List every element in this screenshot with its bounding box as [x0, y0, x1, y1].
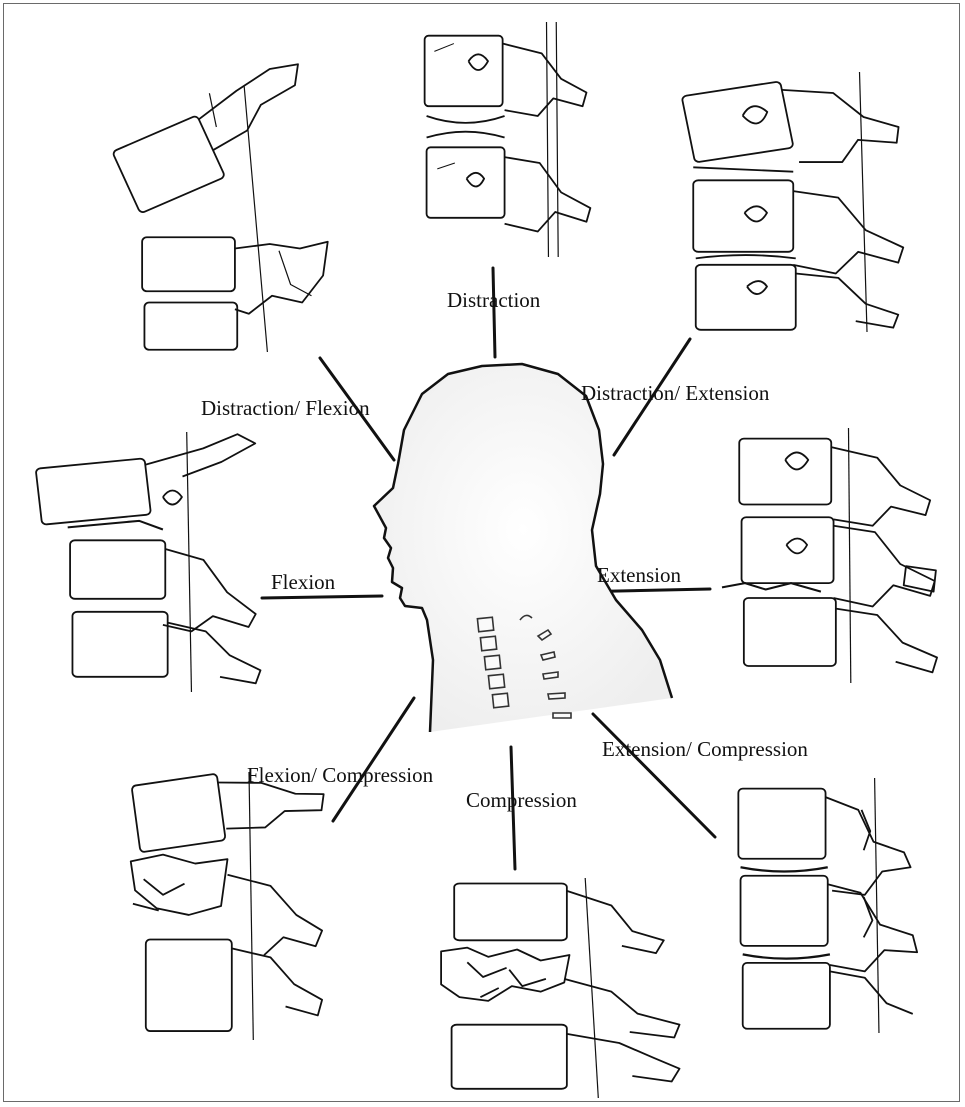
spine-sketch-distraction-extension	[672, 72, 922, 332]
label-distraction-extension: Distraction/ Extension	[581, 383, 769, 404]
spine-sketch-compression	[428, 878, 690, 1098]
label-flexion: Flexion	[271, 572, 335, 593]
connector-flexion	[262, 596, 382, 598]
spine-sketch-extension-compression	[722, 778, 940, 1033]
spine-sketch-flexion-compression	[120, 772, 335, 1040]
connector-flexion-compression	[333, 698, 414, 821]
spine-sketch-extension	[722, 428, 952, 683]
spine-sketch-distraction	[410, 22, 605, 257]
label-extension: Extension	[597, 565, 681, 586]
label-distraction-flexion: Distraction/ Flexion	[201, 398, 370, 419]
connector-extension-compression	[593, 714, 715, 837]
spine-sketch-distraction-flexion	[105, 82, 337, 352]
human-head-neck-profile-icon	[374, 364, 672, 732]
label-distraction: Distraction	[447, 290, 540, 311]
spine-sketch-flexion	[32, 432, 270, 692]
label-extension-compression: Extension/ Compression	[602, 739, 808, 760]
label-compression: Compression	[466, 790, 577, 811]
connector-distraction	[493, 268, 495, 357]
